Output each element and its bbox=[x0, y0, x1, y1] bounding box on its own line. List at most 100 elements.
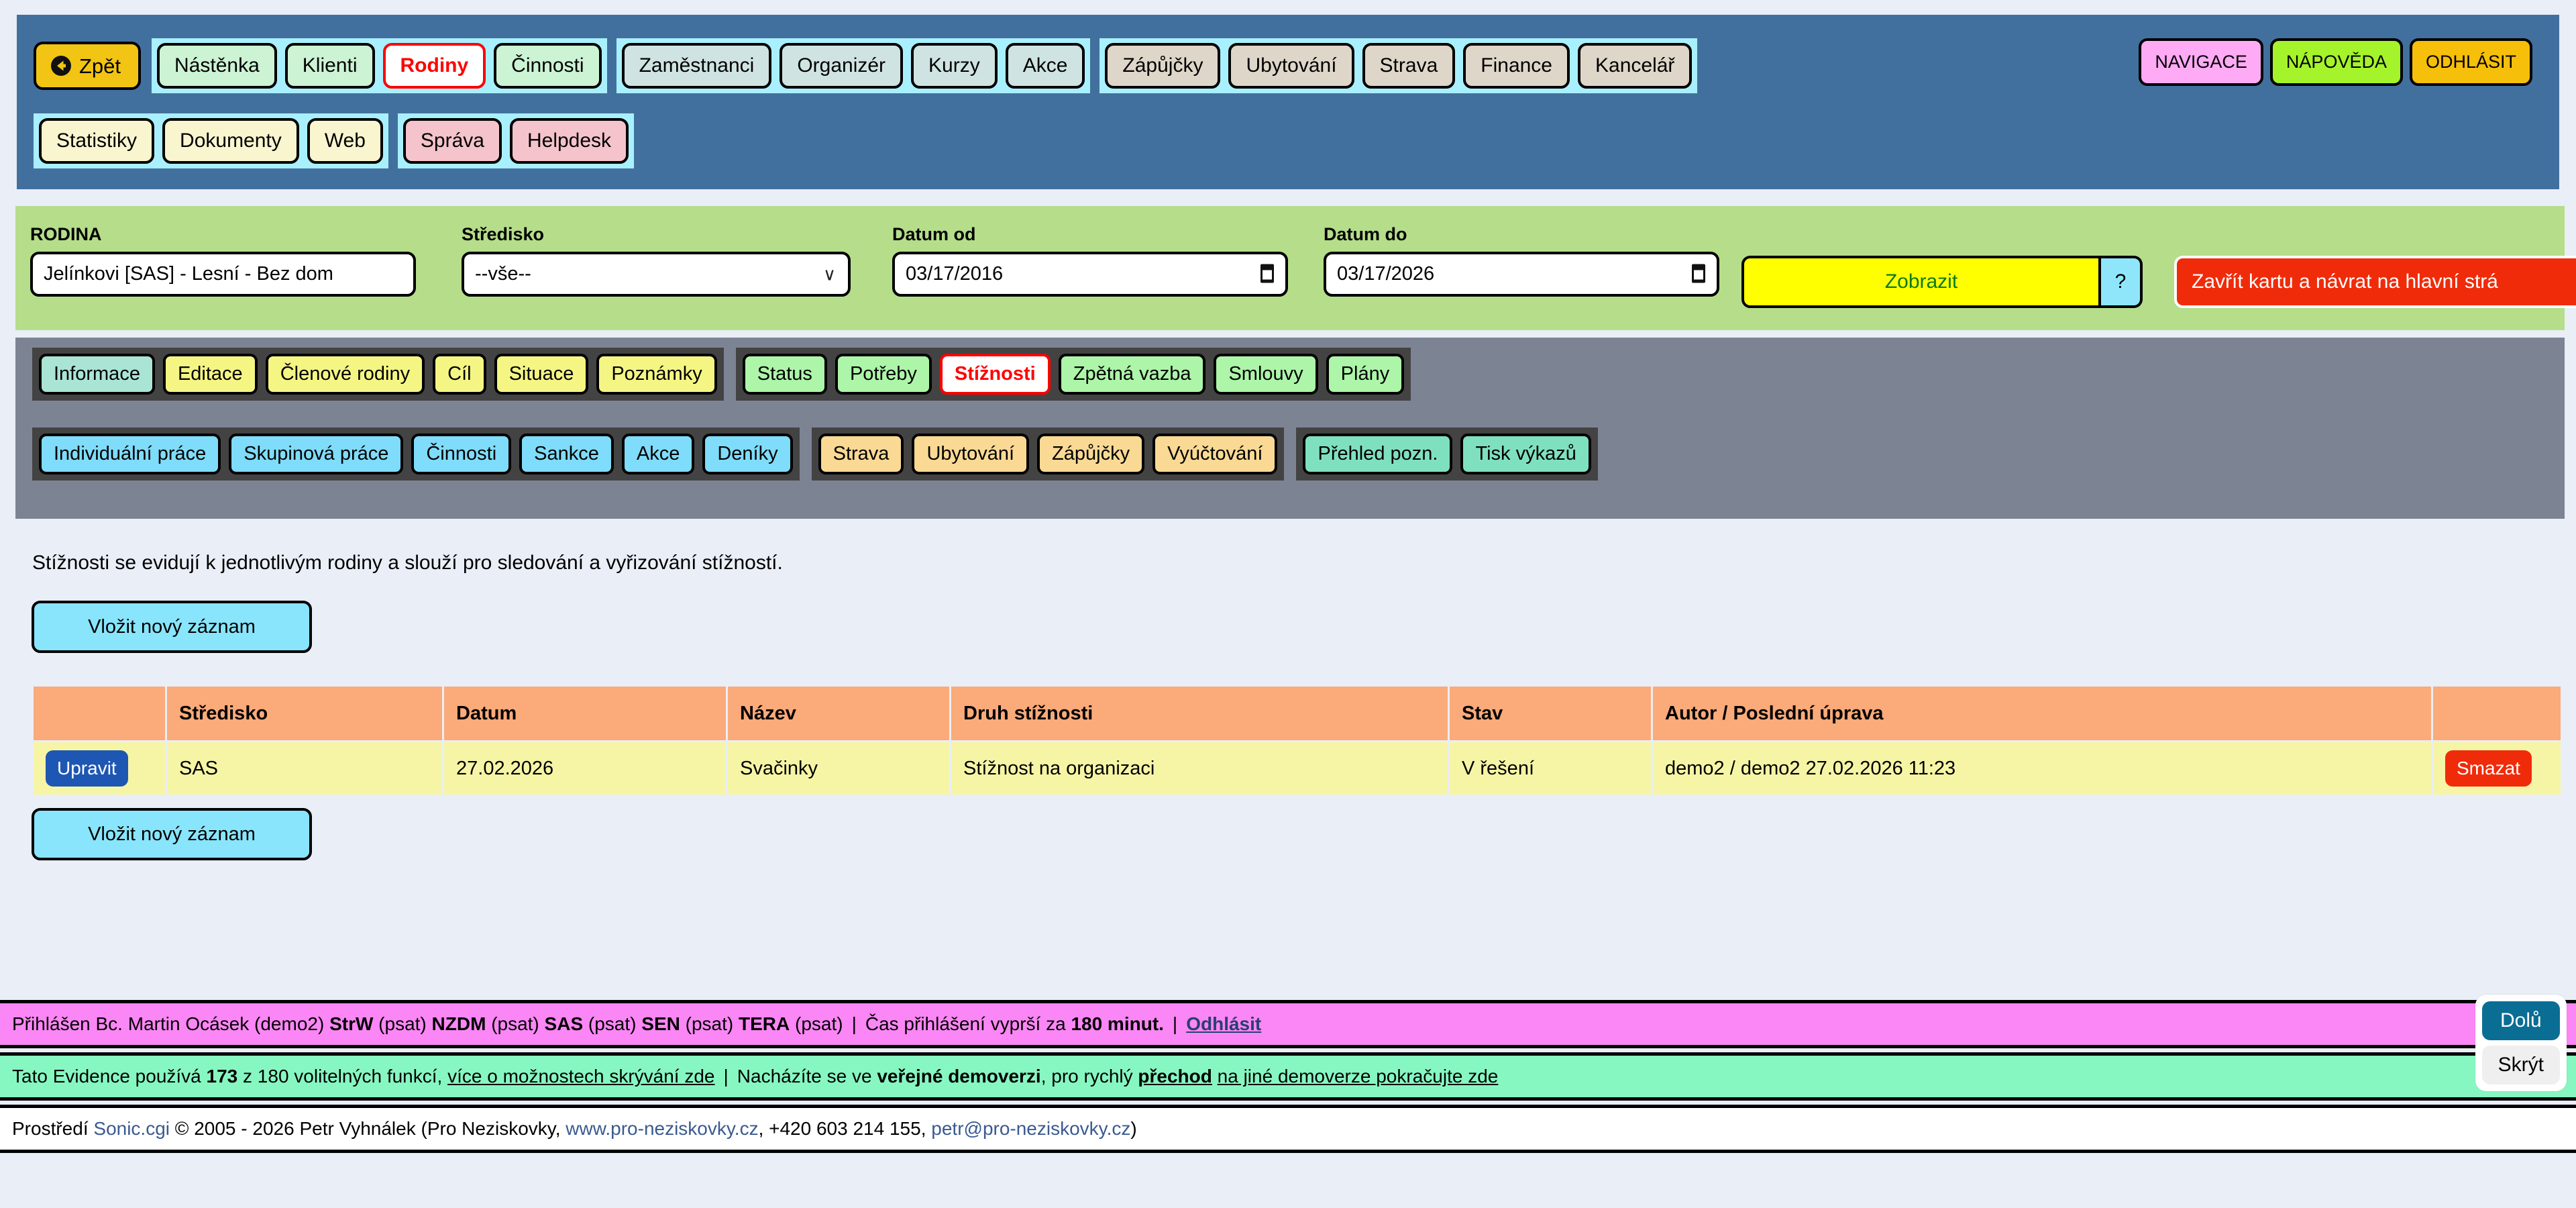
nav-item-ubytovani[interactable]: Ubytování bbox=[1228, 43, 1354, 89]
datum-do-label: Datum do bbox=[1324, 224, 1407, 244]
tab-plany[interactable]: Plány bbox=[1326, 354, 1405, 395]
evidence-demoverze: veřejné demoverzi bbox=[877, 1066, 1041, 1087]
rodina-input[interactable] bbox=[30, 252, 416, 297]
rodina-label: RODINA bbox=[30, 224, 102, 244]
role-code-sas: SAS bbox=[544, 1013, 584, 1034]
tab-sankce[interactable]: Sankce bbox=[519, 434, 614, 474]
cell-stav: V řešení bbox=[1450, 742, 1651, 795]
tab-clenove-rodiny[interactable]: Členové rodiny bbox=[265, 354, 425, 395]
tab-informace[interactable]: Informace bbox=[39, 354, 155, 395]
sonic-cgi-link[interactable]: Sonic.cgi bbox=[93, 1118, 170, 1139]
col-datum: Datum bbox=[444, 687, 726, 740]
cell-autor: demo2 / demo2 27.02.2026 11:23 bbox=[1653, 742, 2431, 795]
tab-group-prace: Individuální práce Skupinová práce Činno… bbox=[32, 427, 800, 481]
nav-item-helpdesk[interactable]: Helpdesk bbox=[509, 118, 629, 164]
tab-group-karta: Informace Editace Členové rodiny Cíl Sit… bbox=[32, 348, 724, 401]
delete-button[interactable]: Smazat bbox=[2445, 750, 2532, 787]
tab-stiznosti[interactable]: Stížnosti bbox=[939, 354, 1051, 395]
field-rodina: RODINA bbox=[30, 224, 416, 297]
evidence-prechod-link[interactable]: přechod bbox=[1138, 1066, 1212, 1087]
tab-strava[interactable]: Strava bbox=[818, 434, 904, 474]
logout-link[interactable]: Odhlásit bbox=[1186, 1013, 1262, 1034]
datum-do-wrap bbox=[1324, 252, 1719, 297]
evidence-part2: z 180 volitelných funkcí, bbox=[243, 1066, 443, 1087]
email-link[interactable]: petr@pro-neziskovky.cz bbox=[931, 1118, 1131, 1139]
role-code-sen: SEN bbox=[641, 1013, 680, 1034]
tab-potreby[interactable]: Potřeby bbox=[835, 354, 932, 395]
nav-item-nastenka[interactable]: Nástěnka bbox=[157, 43, 277, 89]
nav-item-strava[interactable]: Strava bbox=[1362, 43, 1456, 89]
tab-cil[interactable]: Cíl bbox=[433, 354, 486, 395]
evidence-part1: Tato Evidence používá bbox=[12, 1066, 201, 1087]
tab-zpetna-vazba[interactable]: Zpětná vazba bbox=[1058, 354, 1206, 395]
tab-situace[interactable]: Situace bbox=[494, 354, 589, 395]
tab-editace[interactable]: Editace bbox=[162, 354, 258, 395]
cell-nazev: Svačinky bbox=[728, 742, 949, 795]
col-actions bbox=[34, 687, 165, 740]
nav-item-finance[interactable]: Finance bbox=[1463, 43, 1570, 89]
zobrazit-button[interactable]: Zobrazit bbox=[1741, 256, 2101, 308]
tab-poznamky[interactable]: Poznámky bbox=[596, 354, 717, 395]
nav-item-dokumenty[interactable]: Dokumenty bbox=[162, 118, 299, 164]
nav-item-kurzy[interactable]: Kurzy bbox=[911, 43, 998, 89]
new-record-button-bottom[interactable]: Vložit nový záznam bbox=[32, 808, 312, 860]
evidence-hiding-link[interactable]: více o možnostech skrývání zde bbox=[447, 1066, 715, 1087]
tab-vyuctovani[interactable]: Vyúčtování bbox=[1152, 434, 1278, 474]
intro-text: Stížnosti se evidují k jednotlivým rodin… bbox=[32, 552, 783, 574]
copyright-text: © 2005 - 2026 Petr Vyhnálek (Pro Nezisko… bbox=[174, 1118, 561, 1139]
tab-tisk-vykazu[interactable]: Tisk výkazů bbox=[1460, 434, 1591, 474]
edit-button[interactable]: Upravit bbox=[46, 750, 128, 787]
close-card-button[interactable]: Zavřít kartu a návrat na hlavní strá bbox=[2174, 256, 2576, 308]
filter-help-button[interactable]: ? bbox=[2101, 256, 2143, 308]
hide-panel-button[interactable]: Skrýt bbox=[2481, 1046, 2560, 1085]
role-note-strw: (psat) bbox=[378, 1013, 427, 1034]
tab-smlouvy[interactable]: Smlouvy bbox=[1214, 354, 1318, 395]
filter-bar: RODINA Středisko ∨ Datum od bbox=[15, 206, 2576, 330]
nav-row-secondary: Statistiky Dokumenty Web Správa Helpdesk bbox=[34, 113, 635, 168]
datum-od-input[interactable] bbox=[892, 252, 1288, 297]
tab-skupinova-prace[interactable]: Skupinová práce bbox=[229, 434, 404, 474]
cell-actions: Upravit bbox=[34, 742, 165, 795]
nav-item-zapujcky[interactable]: Zápůjčky bbox=[1105, 43, 1221, 89]
nav-item-web[interactable]: Web bbox=[307, 118, 383, 164]
tab-zapujcky[interactable]: Zápůjčky bbox=[1037, 434, 1145, 474]
tab-cinnosti[interactable]: Činnosti bbox=[411, 434, 512, 474]
back-button[interactable]: Zpět bbox=[34, 42, 142, 90]
tab-panel: Informace Editace Členové rodiny Cíl Sit… bbox=[15, 338, 2565, 519]
tab-row-1: Informace Editace Členové rodiny Cíl Sit… bbox=[32, 348, 1411, 401]
nav-group-admin: Správa Helpdesk bbox=[397, 113, 635, 168]
tab-status[interactable]: Status bbox=[742, 354, 827, 395]
nav-item-zamestnanci[interactable]: Zaměstnanci bbox=[621, 43, 772, 89]
nav-item-statistiky[interactable]: Statistiky bbox=[39, 118, 155, 164]
nav-item-klienti[interactable]: Klienti bbox=[284, 43, 375, 89]
nav-item-kancelar[interactable]: Kancelář bbox=[1578, 43, 1693, 89]
evidence-part5[interactable]: na jiné demoverze pokračujte zde bbox=[1217, 1066, 1499, 1087]
nav-item-akce[interactable]: Akce bbox=[1005, 43, 1085, 89]
top-navigation-bar: Zpět Nástěnka Klienti Rodiny Činnosti Za… bbox=[17, 15, 2559, 189]
role-note-sas: (psat) bbox=[588, 1013, 637, 1034]
new-record-button-top[interactable]: Vložit nový záznam bbox=[32, 601, 312, 653]
field-datum-od: Datum od bbox=[892, 224, 1288, 297]
footer-separator-2: | bbox=[1172, 1013, 1178, 1034]
tab-individualni-prace[interactable]: Individuální práce bbox=[39, 434, 221, 474]
arrow-left-circle-icon bbox=[50, 54, 72, 77]
tab-ubytovani[interactable]: Ubytování bbox=[912, 434, 1030, 474]
napoveda-button[interactable]: NÁPOVĚDA bbox=[2269, 38, 2403, 86]
stredisko-select-wrap: ∨ bbox=[462, 252, 851, 297]
nav-item-organizer[interactable]: Organizér bbox=[780, 43, 904, 89]
nav-item-cinnosti[interactable]: Činnosti bbox=[494, 43, 602, 89]
stredisko-select[interactable] bbox=[462, 252, 851, 297]
odhlasit-button[interactable]: ODHLÁSIT bbox=[2409, 38, 2532, 86]
scroll-helper-panel: Dolů Skrýt bbox=[2475, 995, 2567, 1091]
nav-item-sprava[interactable]: Správa bbox=[402, 118, 502, 164]
navigace-button[interactable]: NAVIGACE bbox=[2139, 38, 2263, 86]
datum-do-input[interactable] bbox=[1324, 252, 1719, 297]
website-link[interactable]: www.pro-neziskovky.cz bbox=[566, 1118, 759, 1139]
tab-deniky[interactable]: Deníky bbox=[702, 434, 793, 474]
scroll-down-button[interactable]: Dolů bbox=[2481, 1001, 2560, 1040]
evidence-part3: Nacházíte se ve bbox=[737, 1066, 872, 1087]
tab-akce[interactable]: Akce bbox=[621, 434, 695, 474]
tab-prehled-pozn[interactable]: Přehled pozn. bbox=[1303, 434, 1453, 474]
nav-item-rodiny[interactable]: Rodiny bbox=[382, 43, 486, 89]
nav-group-tertiary: Zápůjčky Ubytování Strava Finance Kancel… bbox=[1099, 38, 1698, 93]
